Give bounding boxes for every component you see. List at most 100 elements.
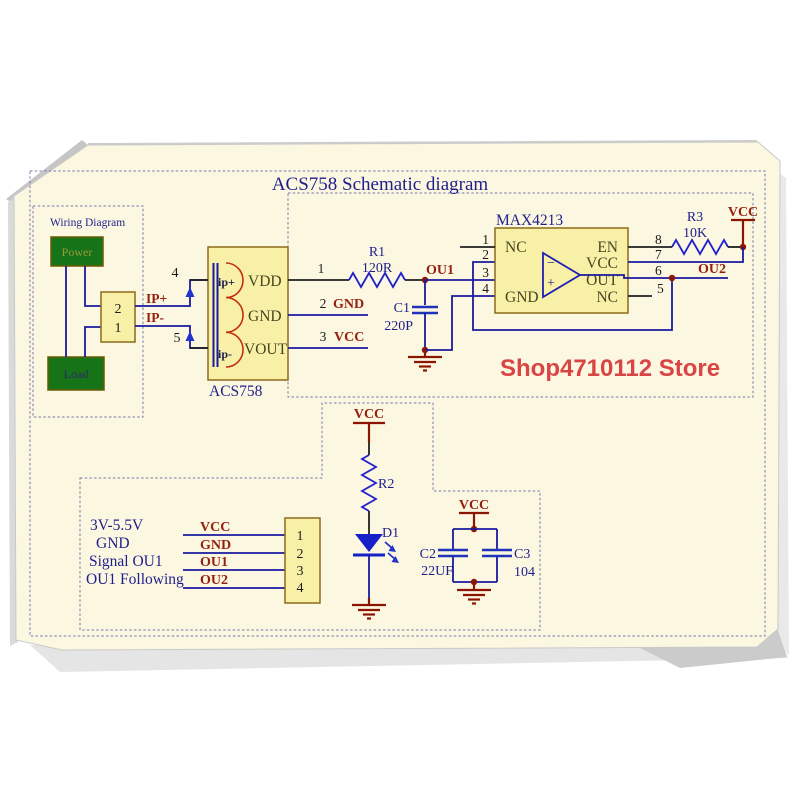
acs758-body [207, 246, 289, 381]
ground-icon [457, 583, 491, 605]
max-pin-7: 7 [655, 247, 662, 262]
opamp-plus: + [547, 276, 555, 291]
arrow-up-icon [185, 287, 195, 297]
acs-pin-4: 4 [172, 266, 179, 281]
power-label: Power [62, 245, 93, 259]
load-label: Load [64, 367, 89, 381]
legend-net-3: OU1 [200, 555, 228, 570]
acs-ip-minus-label: ip- [218, 347, 232, 361]
wiring-diagram-label: Wiring Diagram [50, 217, 125, 229]
max-nc-top-label: NC [505, 239, 527, 256]
legend-pin-3: 3 [297, 564, 304, 579]
max-nc-bot-label: NC [596, 289, 618, 306]
max-vcc-label: VCC [586, 255, 618, 272]
net-ou1: OU1 [426, 263, 454, 278]
led-emission-arrows-icon [384, 541, 399, 563]
legend-pin-4: 4 [297, 581, 304, 596]
legend-desc-4: OU1 Following [86, 571, 184, 588]
hall-coil-icon [225, 262, 244, 368]
bottom-section-frame [79, 402, 541, 631]
legend-net-1: VCC [200, 520, 230, 535]
d1-led-icon [355, 534, 383, 552]
c3-ref: C3 [514, 547, 530, 562]
r3-value: 10K [683, 226, 707, 241]
paper-edge-top [87, 140, 758, 145]
r1-resistor [348, 271, 406, 289]
output-connector [284, 517, 321, 604]
r1-value: 120R [362, 261, 393, 276]
max-pin-5: 5 [657, 281, 664, 296]
page-title: ACS758 Schematic diagram [272, 174, 489, 195]
led-indicator-branch: VCC R2 D1 [352, 407, 399, 620]
vcc-rail-icon [353, 421, 385, 442]
amplifier-section-frame [287, 192, 754, 398]
cap-rail-wires [452, 528, 498, 583]
legend-pin-2: 2 [297, 547, 304, 562]
r1-ref: R1 [369, 245, 385, 260]
junction-dot [470, 578, 478, 586]
input-connector [100, 291, 136, 343]
wire-vcc-pin7 [628, 247, 744, 263]
acs758-component: ip+ ip- VDD GND VOUT ACS758 1 2 GND 3 VC… [190, 246, 368, 400]
max4213-component: MAX4213 NC EN VCC OUT NC GND − + 1 2 3 4… [425, 205, 758, 331]
c1-ref: C1 [394, 301, 410, 316]
max-pin-6: 6 [655, 263, 662, 278]
legend-pin-1: 1 [297, 529, 304, 544]
r3-ref: R3 [687, 210, 703, 225]
r1-c1-filter: R1 120R OU1 C1 220P [288, 245, 495, 372]
acs758-ref: ACS758 [209, 383, 263, 400]
c2-ref: C2 [420, 547, 436, 562]
legend-desc-1: 3V-5.5V [90, 517, 144, 534]
power-block [50, 236, 104, 267]
acs-gnd-label: GND [248, 308, 282, 325]
net-vcc-r3: VCC [728, 205, 758, 220]
wire [84, 326, 101, 357]
d1-ref: D1 [382, 526, 399, 541]
legend-desc-3: Signal OU1 [89, 553, 163, 570]
junction-dot [668, 274, 676, 282]
r2-resistor [360, 454, 378, 512]
acs-pin-2: 2 [320, 296, 327, 311]
net-vcc-r2: VCC [354, 407, 384, 422]
outer-frame [29, 170, 766, 637]
legend-desc-2: GND [96, 535, 130, 552]
net-ou2: OU2 [698, 262, 726, 277]
wire-out [580, 274, 728, 279]
c3-value: 104 [514, 565, 535, 580]
acs-pin-1: 1 [318, 261, 325, 276]
decoupling-caps-branch: VCC C2 22UF C3 104 [420, 498, 535, 605]
net-vcc: VCC [334, 330, 364, 345]
load-block [47, 356, 105, 391]
arrow-up-icon [185, 331, 195, 341]
r3-resistor [671, 238, 729, 256]
max-en-label: EN [597, 239, 618, 256]
max4213-ref: MAX4213 [496, 212, 563, 229]
connector-pin-2: 2 [115, 302, 122, 317]
acs-vdd-label: VDD [248, 273, 282, 290]
max-pin-2: 2 [482, 247, 489, 262]
wiring-diagram-frame [32, 205, 144, 418]
c2-value: 22UF [421, 564, 453, 579]
wire [84, 266, 101, 307]
pinout-legend: 3V-5.5V GND Signal OU1 OU1 Following VCC… [86, 517, 321, 604]
acs-ip-plus-label: ip+ [218, 275, 235, 289]
net-vcc-c2: VCC [459, 498, 489, 513]
wiring-diagram-section: Wiring Diagram Power Load 2 1 IP+ IP- 4 … [47, 217, 208, 391]
ground-icon [352, 598, 386, 620]
net-gnd: GND [333, 297, 364, 312]
opamp-triangle-icon [542, 251, 582, 299]
dashed-frames [29, 170, 766, 637]
max-gnd-label: GND [505, 289, 539, 306]
max-out-label: OUT [586, 272, 618, 289]
opamp-minus: − [547, 256, 555, 271]
max-pin-8: 8 [655, 232, 662, 247]
max-pin-4: 4 [482, 281, 489, 296]
legend-net-4: OU2 [200, 573, 228, 588]
vcc-rail-icon [731, 218, 755, 247]
acs-pin-3: 3 [320, 329, 327, 344]
c1-value: 220P [384, 319, 413, 334]
ground-icon [408, 350, 442, 372]
acs-pin-5: 5 [174, 331, 181, 346]
legend-wires [183, 534, 285, 589]
